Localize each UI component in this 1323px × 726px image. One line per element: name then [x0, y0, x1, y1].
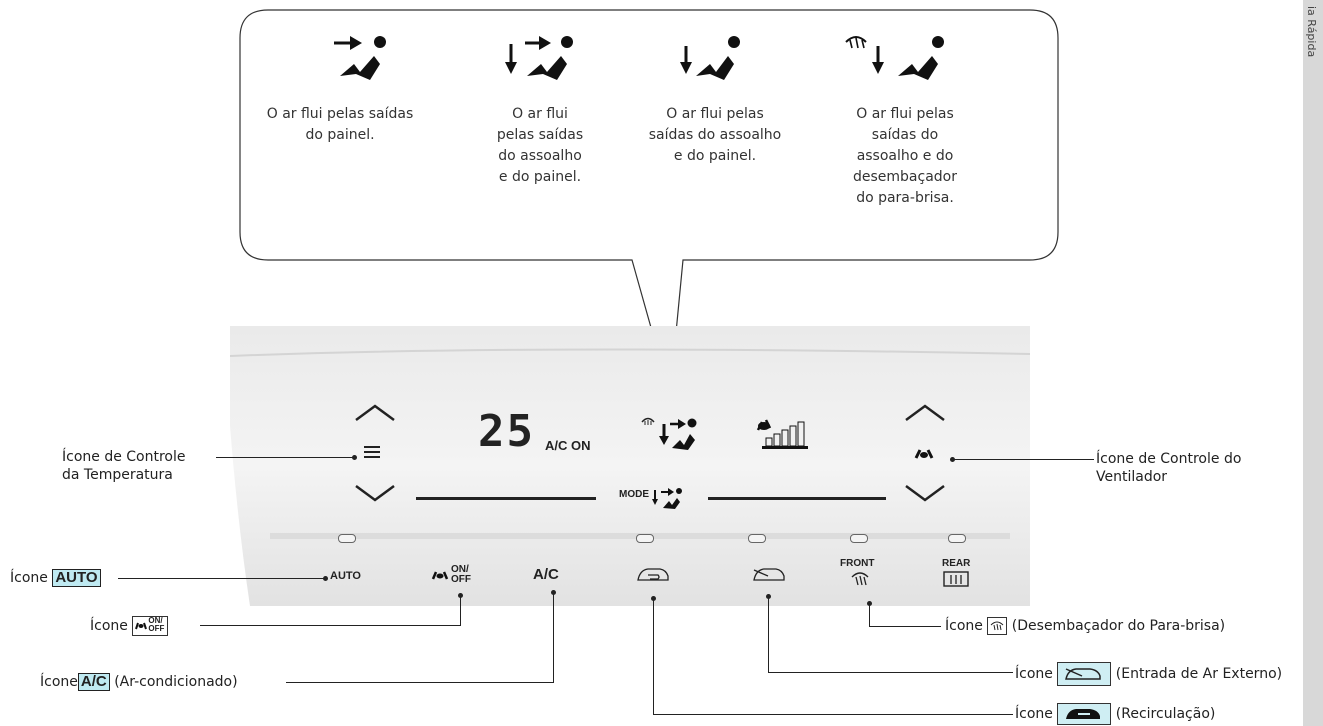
ac-on-indicator: A/C ON: [545, 438, 591, 453]
fan-slider-bar: [708, 497, 886, 500]
fan-off-label: OFF: [451, 574, 471, 585]
recirc-led: [636, 534, 654, 543]
temp-callout-line2: da Temperatura: [62, 467, 173, 483]
auto-box-icon: AUTO: [52, 569, 101, 587]
side-tab: ia Rápida: [1303, 0, 1323, 726]
rear-defrost-icon: [943, 571, 969, 587]
fan-control-icon[interactable]: [912, 446, 936, 464]
rear-defrost-led: [948, 534, 966, 543]
mode-caption-floor-panel: O ar flui pelas saídas do assoalho e do …: [496, 106, 584, 185]
recirc-leader: [653, 598, 654, 714]
recirculation-button[interactable]: [636, 566, 672, 584]
temp-callout-line1: Ícone de Controle: [62, 449, 186, 465]
floor-vent-icon: [680, 36, 740, 80]
fan-callout-line2: Ventilador: [1096, 469, 1168, 485]
mode-caption-floor-defrost: O ar flui pelas saídas do assoalho e do …: [853, 106, 957, 206]
temp-slider-bar: [416, 497, 596, 500]
fan-onoff-box-icon: ON/ OFF: [132, 616, 169, 636]
auto-button[interactable]: AUTO: [330, 570, 361, 582]
front-defrost-icon: [851, 572, 869, 586]
front-defrost-button[interactable]: FRONT: [838, 558, 882, 594]
rear-defrost-button[interactable]: REAR: [940, 558, 976, 594]
temperature-display: 25: [478, 406, 535, 457]
temp-leader-line: [216, 457, 356, 458]
fan-on-label: ON/: [451, 564, 469, 575]
ac-box-icon: A/C: [77, 673, 110, 691]
fan-icon: [431, 571, 449, 580]
auto-callout: Ícone AUTO: [10, 569, 101, 587]
mode-caption-floor: O ar flui pelas saídas do assoalho e do …: [648, 106, 782, 164]
climate-control-panel: [230, 326, 1030, 606]
mode-button-label[interactable]: MODE: [619, 489, 649, 500]
front-label: FRONT: [840, 558, 875, 569]
auto-leader-line: [118, 578, 326, 579]
fresh-air-led: [748, 534, 766, 543]
fan-callout-line1: Ícone de Controle do: [1096, 451, 1242, 467]
front-defrost-callout: Ícone (Desembaçador do Para-brisa): [945, 617, 1226, 635]
front-leader: [869, 604, 870, 626]
temp-down-button[interactable]: [350, 480, 400, 506]
fresh-air-callout: Ícone (Entrada de Ar Externo): [1015, 662, 1282, 686]
panel-vent-icon: [334, 36, 386, 80]
front-defrost-box-icon: [987, 617, 1008, 635]
mode-caption-panel: O ar flui pelas saídas do painel.: [266, 106, 414, 143]
temp-control-icon[interactable]: [364, 446, 380, 458]
fresh-air-box-icon: [1057, 662, 1112, 686]
ac-leader: [553, 592, 554, 682]
ac-button[interactable]: A/C: [533, 566, 559, 583]
recirculation-box-icon: [1057, 703, 1112, 725]
fan-onoff-leader: [460, 595, 461, 625]
side-tab-label: ia Rápida: [1305, 6, 1318, 58]
fan-up-button[interactable]: [900, 400, 950, 426]
fresh-air-button[interactable]: [752, 566, 788, 584]
floor-defrost-vent-icon: [845, 36, 944, 80]
mode-button-icon[interactable]: [651, 484, 687, 510]
front-defrost-led: [850, 534, 868, 543]
fresh-leader: [768, 596, 769, 672]
fan-leader-line: [954, 459, 1094, 460]
temp-up-button[interactable]: [350, 400, 400, 426]
auto-led: [338, 534, 356, 543]
mode-display-icon: [641, 417, 697, 450]
fan-down-button[interactable]: [900, 480, 950, 506]
floor-panel-vent-icon: [505, 36, 573, 80]
fan-onoff-callout: Ícone ON/ OFF: [90, 616, 169, 636]
fan-onoff-button[interactable]: ON/ OFF: [430, 565, 480, 587]
fan-level-display: [756, 419, 808, 449]
rear-label: REAR: [942, 558, 971, 569]
recirculation-callout: Ícone (Recirculação): [1015, 703, 1215, 725]
